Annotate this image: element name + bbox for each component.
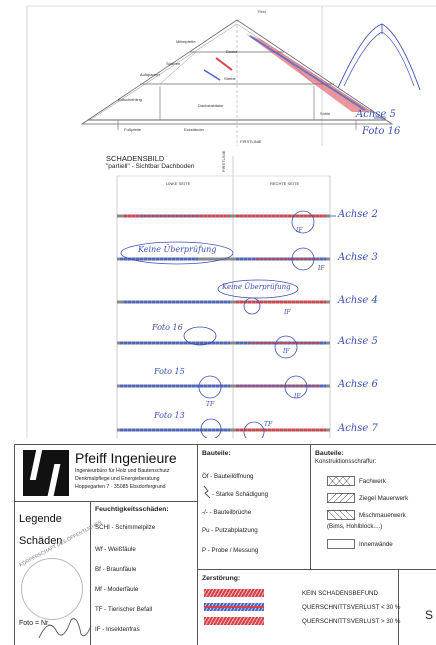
- hand-note-foto: Foto 16: [362, 126, 401, 137]
- feuchtigkeit-cell: Feuchtigkeitsschäden: SCHI - Schimmelpil…: [91, 502, 198, 645]
- konstruktion-title: Bauteile:: [315, 450, 344, 457]
- bauteil-brueche: -/- - Bauteilbrüche: [202, 509, 252, 516]
- axis-label-6: Achse 6: [338, 379, 378, 390]
- mark-if-4: IF: [284, 309, 291, 316]
- schadensbild-title: SCHADENSBILD: [106, 154, 165, 163]
- label-sparren: Sparren: [166, 61, 181, 66]
- bauteile-title: Bauteile:: [202, 450, 231, 457]
- label-first: First: [258, 9, 266, 14]
- axis-label-5: Achse 5: [338, 336, 378, 347]
- foto-nr: Foto = Nr.: [19, 620, 50, 627]
- mark-tf-7: TF: [264, 421, 273, 428]
- schadensbild-section: SCHADENSBILD "partiell" - Sichtbar Dachb…: [0, 146, 436, 438]
- zerst-gt30: QUERSCHNITTSVERLUST > 30 %: [302, 618, 401, 625]
- zerst-swatch-kein: [204, 589, 264, 597]
- label-left-side: LINKE SEITE: [166, 181, 191, 186]
- zerstoerung-title: Zerstörung:: [202, 575, 241, 582]
- bauteil-pu: Pu - Putzabplatzung: [202, 527, 258, 534]
- foto-15-note: Foto 15: [154, 367, 185, 376]
- company-line1: Ingenieurbüro für Holz und Bautenschutz: [75, 468, 170, 474]
- legend-table: Pfeiff Ingenieure Ingenieurbüro für Holz…: [14, 444, 436, 645]
- label-sohle: Sohle: [320, 111, 331, 116]
- corner-letter: S: [425, 608, 434, 622]
- label-decke: Decke: [226, 49, 238, 54]
- official-stamp: [21, 558, 83, 620]
- label-fusspfette: Fußpfette: [124, 127, 142, 132]
- roof-section-drawing: [26, 5, 436, 146]
- axis-label-2: Achse 2: [338, 209, 378, 220]
- foto-16-note: Foto 16: [152, 323, 183, 332]
- starke-schaedigung-icon: [203, 485, 211, 499]
- bauteil-probe: P - Probe / Messung: [202, 547, 259, 554]
- konstr-fachwerk: Fachwerk: [359, 478, 386, 485]
- label-dachstabilator: Dachstabilator: [198, 103, 224, 108]
- company-name: Pfeiff Ingenieure: [75, 450, 177, 466]
- zerst-lt30: QUERSCHNITTSVERLUST < 30 %: [302, 604, 401, 611]
- konstruktion-sub: Konstruktionsschraffur:: [315, 459, 377, 465]
- innenwaende-swatch: [327, 539, 355, 549]
- legend-title: Legende: [19, 513, 62, 525]
- schadensbild-subtitle: "partiell" - Sichtbar Dachboden: [106, 163, 195, 170]
- label-strebe: Strebe: [224, 76, 236, 81]
- label-mittelpfette: Mittelpfette: [176, 39, 196, 44]
- konstr-ziegel: Ziegel Mauerwerk: [359, 495, 409, 502]
- konstruktion-cell: Bauteile: Konstruktionsschraffur: Fachwe…: [311, 445, 436, 570]
- label-firstlinie-top: FIRSTLINIE: [240, 139, 262, 144]
- axis-label-4: Achse 4: [338, 295, 378, 306]
- legend-title-schaeden: Schäden: [19, 535, 63, 547]
- feucht-tf: TF - Tierischer Befall: [95, 606, 153, 613]
- label-aufschiebling: Aufschiebling: [118, 97, 142, 102]
- mark-if-5: IF: [283, 348, 290, 355]
- label-right-side: RECHTE SEITE: [270, 181, 300, 186]
- note-keine-ueberpruefung-4: Keine Überprüfung: [222, 283, 291, 291]
- axis-label-7: Achse 7: [338, 423, 378, 434]
- foto-13-note: Foto 13: [154, 411, 185, 420]
- feucht-wf: Wf - Weißfäule: [95, 546, 136, 553]
- feuchtigkeit-title: Feuchtigkeitsschäden:: [95, 506, 169, 513]
- feucht-schi: SCHI - Schimmelpilze: [95, 524, 156, 531]
- feucht-if: IF - Insektenfras: [95, 626, 140, 633]
- company-line3: Hoppegarten 7 · 35085 Ebsdorfergrund: [75, 484, 166, 490]
- company-line2: Denkmalpflege und Energieberatung: [75, 476, 160, 482]
- schadensbild-drawing: [26, 146, 336, 438]
- mark-if-2: IF: [296, 227, 303, 234]
- feucht-mf: Mf - Moderfäule: [95, 586, 139, 593]
- top-roof-diagram: First Mittelpfette Decke Sparren Aufspar…: [0, 0, 436, 146]
- label-firstline-vertical: FIRSTLINIE: [221, 150, 226, 172]
- feucht-bf: Bf - Braunfäule: [95, 566, 137, 573]
- mark-tf-6: TF: [206, 401, 215, 408]
- mark-if-3: IF: [318, 265, 325, 272]
- mark-if-6: IF: [294, 393, 301, 400]
- zerst-kein: KEIN SCHADENSBEFUND: [302, 590, 378, 597]
- konstr-innen: Innenwände: [359, 541, 393, 548]
- company-block: Pfeiff Ingenieure Ingenieurbüro für Holz…: [15, 445, 198, 502]
- label-eckstaender: Eckständer: [184, 127, 205, 132]
- bauteile-cell: Bauteile: Öf - Bauteilöffnung - Starke S…: [198, 445, 311, 570]
- mischmauerwerk-swatch: [327, 510, 355, 520]
- ziegel-swatch: [327, 493, 355, 503]
- konstr-misch-sub: (Bims, Hohlblock....): [327, 523, 383, 530]
- bauteil-starke: - Starke Schädigung: [212, 491, 269, 498]
- label-aufsparren: Aufsparren: [140, 72, 160, 77]
- konstr-misch: Mischmauerwerk: [359, 512, 406, 519]
- company-logo: [23, 450, 69, 496]
- zerst-swatch-gt30: [204, 617, 264, 625]
- hand-note-achse: Achse 5: [356, 109, 396, 120]
- zerstoerung-cell: Zerstörung: KEIN SCHADENSBEFUND QUERSCHN…: [198, 570, 401, 645]
- fachwerk-swatch: [327, 476, 355, 486]
- bauteil-oef: Öf - Bauteilöffnung: [202, 473, 254, 480]
- legend-title-cell: Legende Schäden KÖRPERSCHAFT DES ÖFFENTL…: [15, 502, 103, 645]
- signature-icon: [38, 618, 92, 639]
- note-keine-ueberpruefung-3: Keine Überprüfung: [138, 245, 217, 254]
- axis-label-3: Achse 3: [338, 252, 378, 263]
